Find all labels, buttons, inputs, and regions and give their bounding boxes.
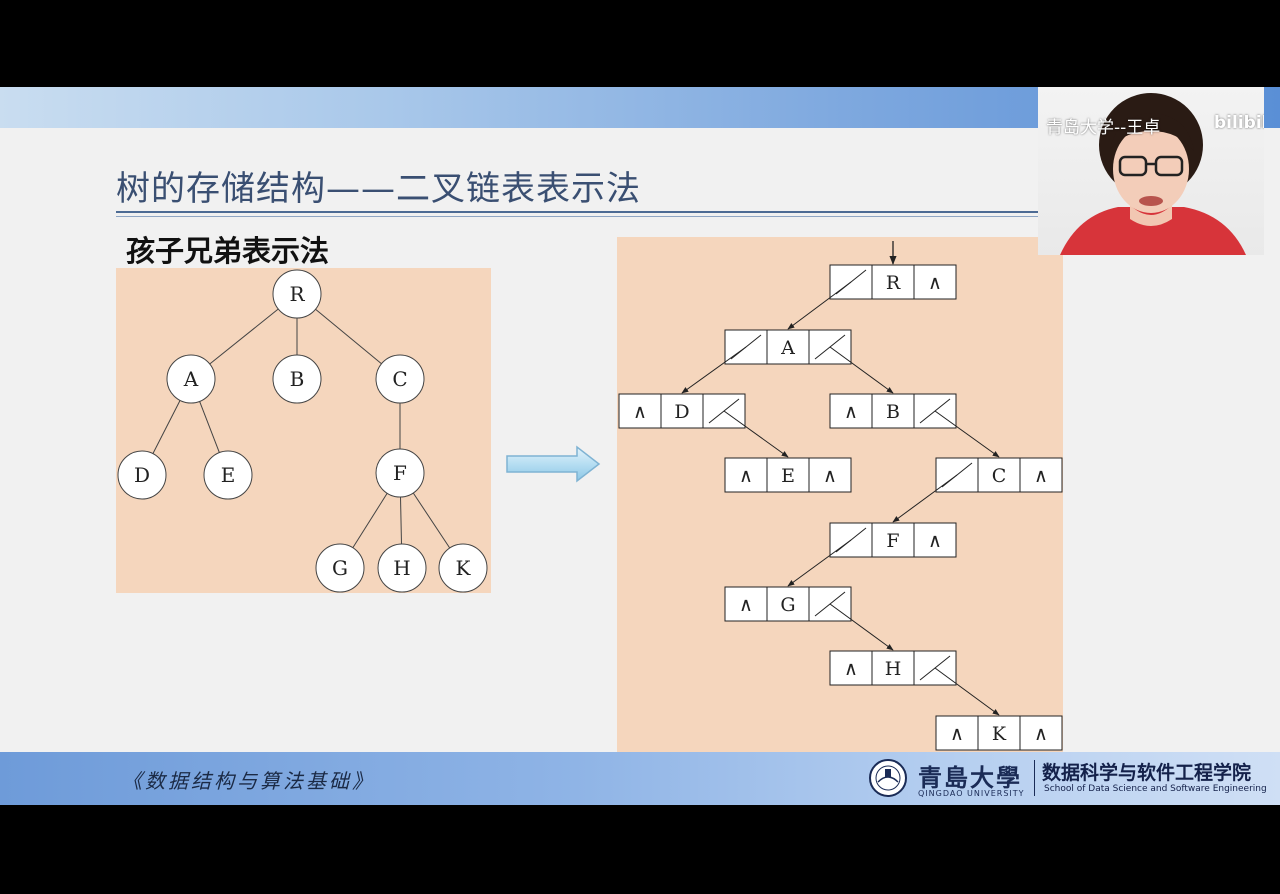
null-pointer-symbol: ∧: [950, 723, 964, 745]
pointer-arrow-B-C: [934, 410, 1000, 458]
list-node-label: D: [674, 401, 689, 423]
tree-node-label: G: [332, 556, 348, 580]
tree-edge-R-C: [315, 308, 382, 365]
tree-node-G: G: [315, 543, 365, 593]
null-pointer-symbol: ∧: [1034, 723, 1048, 745]
pointer-arrow-F-G: [787, 539, 852, 587]
pointer-arrow-A-B: [829, 346, 894, 394]
null-pointer-symbol: ∧: [823, 465, 837, 487]
right-arrow-icon: [506, 445, 601, 483]
list-node-label: H: [885, 658, 902, 680]
list-node-C: C∧: [935, 457, 1063, 493]
tree-node-C: C: [375, 354, 425, 404]
webcam-caption: 青岛大学--王卓: [1046, 118, 1161, 138]
null-pointer-symbol: ∧: [739, 465, 753, 487]
list-node-F: F∧: [829, 522, 957, 558]
tree-edge-F-H: [400, 496, 402, 545]
tree-node-label: C: [392, 367, 407, 391]
tree-node-label: R: [289, 282, 305, 306]
course-title: 《数据结构与算法基础》: [122, 769, 375, 793]
tree-node-D: D: [117, 450, 167, 500]
tree-node-B: B: [272, 354, 322, 404]
slide-subtitle: 孩子兄弟表示法: [126, 234, 330, 268]
tree-node-H: H: [377, 543, 427, 593]
title-divider-thin: [116, 216, 1046, 217]
tree-node-E: E: [203, 450, 253, 500]
tree-node-label: D: [134, 463, 150, 487]
list-node-K: K ∧ ∧: [935, 715, 1063, 751]
null-pointer-symbol: ∧: [1034, 465, 1048, 487]
title-divider: [116, 211, 1046, 213]
list-node-R: R∧: [829, 264, 957, 300]
bilibili-logo: bilibili: [1214, 113, 1264, 133]
tree-node-K: K: [438, 543, 488, 593]
null-pointer-symbol: ∧: [844, 401, 858, 423]
tree-edge-A-D: [152, 400, 181, 454]
logo-divider: [1034, 760, 1035, 796]
tree-node-label: B: [290, 367, 305, 391]
list-node-label: F: [886, 530, 899, 552]
null-pointer-symbol: ∧: [739, 594, 753, 616]
tree-edge-F-K: [412, 492, 451, 549]
list-node-label: E: [781, 465, 795, 487]
tree-edge-R-A: [209, 308, 279, 365]
pointer-arrow-A-D: [681, 346, 747, 394]
tree-node-label: F: [393, 461, 407, 485]
list-node-label: G: [780, 594, 795, 616]
pointer-arrow-R-A: [787, 281, 852, 330]
list-node-label: B: [886, 401, 900, 423]
list-node-H: H∧: [829, 650, 957, 686]
tree-node-label: K: [456, 556, 472, 580]
tree-node-A: A: [166, 354, 216, 404]
list-node-A: A: [724, 329, 852, 365]
university-name-en: QINGDAO UNIVERSITY: [918, 789, 1025, 798]
pointer-arrow-H-K: [934, 667, 1000, 716]
binary-list-diagram: R∧AD∧B∧E∧∧C∧F∧G∧H∧K∧∧: [618, 241, 1063, 751]
null-pointer-symbol: ∧: [928, 272, 942, 294]
list-node-D: D∧: [618, 393, 746, 429]
tree-edge-A-E: [199, 401, 220, 453]
presenter-webcam: 青岛大学--王卓 bilibili: [1038, 87, 1264, 255]
pointer-arrow-D-E: [723, 410, 789, 458]
tree-edge-F-G: [352, 493, 388, 548]
tree-node-label: A: [183, 367, 199, 391]
list-node-G: G∧: [724, 586, 852, 622]
slide-title: 树的存储结构——二叉链表表示法: [116, 169, 641, 209]
school-name: 数据科学与软件工程学院: [1042, 762, 1252, 784]
list-node-label: A: [780, 337, 795, 359]
university-seal-icon: [869, 759, 907, 797]
school-name-en: School of Data Science and Software Engi…: [1044, 784, 1267, 794]
tree-diagram: R A B C D E F G H K: [117, 269, 488, 593]
tree-node-label: E: [221, 463, 236, 487]
null-pointer-symbol: ∧: [928, 530, 942, 552]
pointer-arrow-G-H: [829, 603, 894, 651]
null-pointer-symbol: ∧: [844, 658, 858, 680]
list-node-label: K: [992, 723, 1007, 745]
slide-footer: 《数据结构与算法基础》 青島大學 QINGDAO UNIVERSITY 数据科学…: [0, 752, 1280, 805]
tree-diagram-panel: R A B C D E F G H K: [116, 268, 491, 593]
tree-node-label: H: [393, 556, 410, 580]
pointer-arrow-C-F: [892, 474, 958, 523]
tree-node-F: F: [375, 448, 425, 498]
null-pointer-symbol: ∧: [633, 401, 647, 423]
university-name: 青島大學: [918, 763, 1022, 792]
list-node-B: B∧: [829, 393, 957, 429]
presenter-image: [1060, 93, 1246, 255]
tree-node-R: R: [272, 269, 322, 319]
list-node-label: C: [992, 465, 1007, 487]
list-node-label: R: [886, 272, 901, 294]
list-node-E: E ∧ ∧: [724, 457, 852, 493]
